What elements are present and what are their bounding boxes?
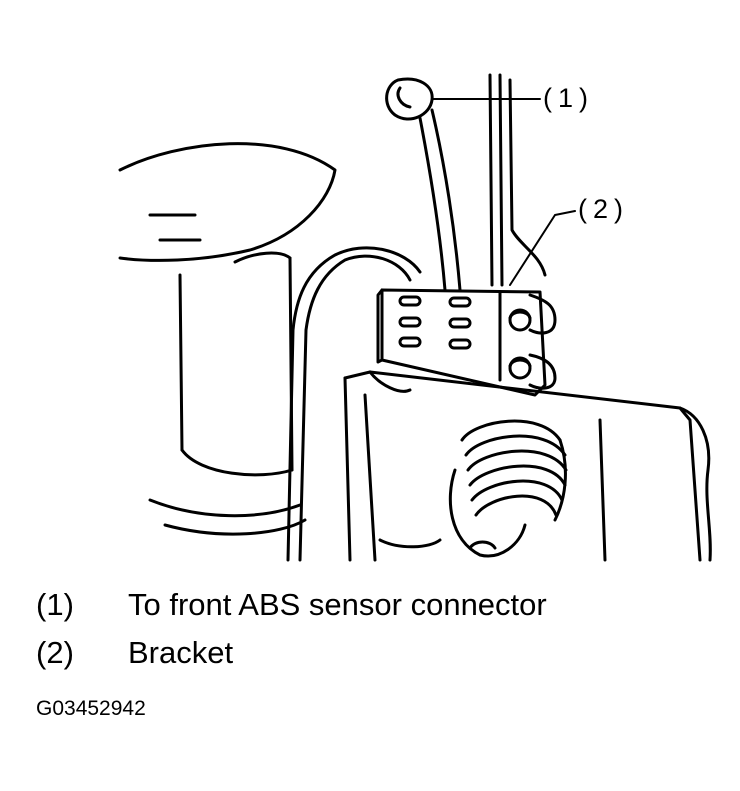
drive-shaft-boot [448,419,568,558]
legend-text: Bracket [128,635,234,670]
figure-code: G03452942 [36,697,146,720]
bracket [376,288,557,397]
knuckle-housing [343,370,712,562]
legend-number: (1) [36,587,74,622]
callout-label-2: (2) [578,194,629,224]
legend-text: To front ABS sensor connector [128,587,547,622]
callout-label-1: (1) [543,83,594,113]
leader-line-2 [509,210,576,286]
strut-body [488,73,547,287]
abs-sensor-bracket-illustration [118,73,712,562]
leader-lines [431,98,576,286]
abs-sensor-harness [286,77,462,562]
legend-number: (2) [36,635,74,670]
